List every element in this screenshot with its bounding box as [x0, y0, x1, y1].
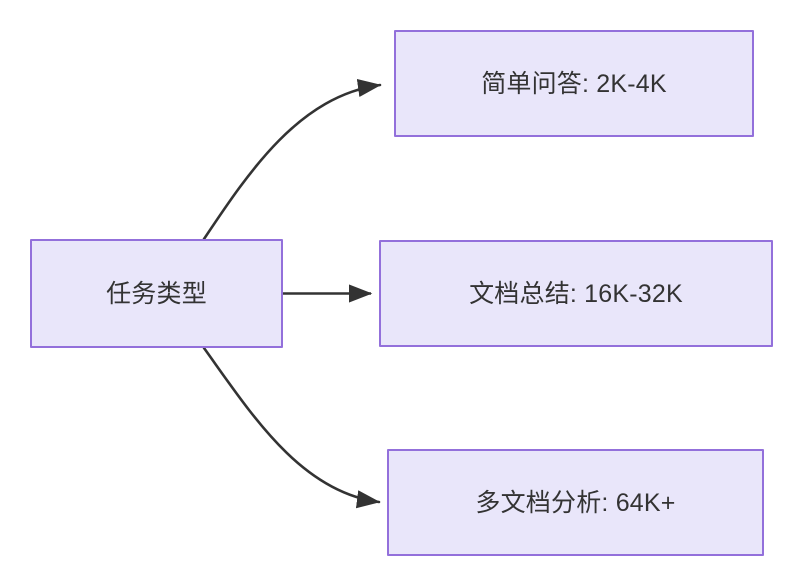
node-multi-doc[interactable]: 多文档分析: 64K+ — [387, 449, 764, 556]
node-doc-summary[interactable]: 文档总结: 16K-32K — [379, 240, 773, 347]
node-task-type-label: 任务类型 — [106, 279, 207, 308]
node-task-type[interactable]: 任务类型 — [30, 239, 283, 348]
edge-source-to-simple-qa — [202, 79, 382, 241]
node-simple-qa-label: 简单问答: 2K-4K — [481, 69, 667, 98]
node-simple-qa[interactable]: 简单问答: 2K-4K — [394, 30, 754, 137]
node-multi-doc-label: 多文档分析: 64K+ — [475, 488, 676, 517]
node-doc-summary-label: 文档总结: 16K-32K — [469, 279, 683, 308]
edge-source-to-multi-doc — [202, 346, 381, 509]
